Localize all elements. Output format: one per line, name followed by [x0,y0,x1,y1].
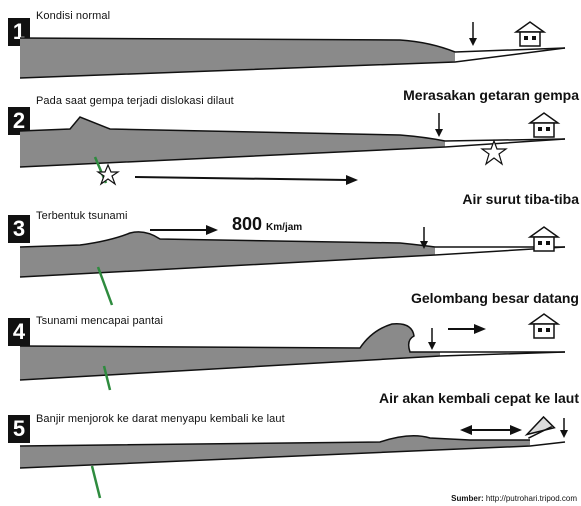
panel-1-illustration [0,0,581,100]
down-arrow-icon [428,328,436,350]
double-arrow-icon [460,425,522,435]
sea-body [20,117,445,167]
fault-line [92,466,100,498]
sea-body [20,324,440,380]
burst-icon [98,165,118,184]
house-icon [523,415,554,438]
panel-5: 5 Banjir menjorok ke darat menyapu kemba… [0,406,581,506]
sea-body [20,38,455,78]
house-icon [530,227,558,251]
source-label: Sumber: [451,494,483,503]
source-credit: Sumber: http://putrohari.tripod.com [451,494,577,503]
down-arrow-icon [469,22,477,46]
house-icon [530,314,558,338]
house-icon [516,22,544,46]
source-text: http://putrohari.tripod.com [486,494,577,503]
panel-right-label: Gelombang besar datang [411,290,579,306]
panel-right-label: Air akan kembali cepat ke laut [379,390,579,406]
sea-body [20,232,435,277]
right-arrow-icon [150,225,218,235]
right-arrow-icon [448,324,486,334]
right-arrow-icon [135,175,358,185]
panel-1: 1 Kondisi normal [0,0,581,100]
house-icon [530,113,558,137]
down-arrow-icon [435,113,443,137]
down-arrow-icon [560,418,568,438]
sea-body [20,436,530,468]
panel-2: 2 Pada saat gempa terjadi dislokasi dila… [0,95,581,195]
panel-2-illustration [0,95,581,205]
panel-5-illustration [0,406,581,506]
